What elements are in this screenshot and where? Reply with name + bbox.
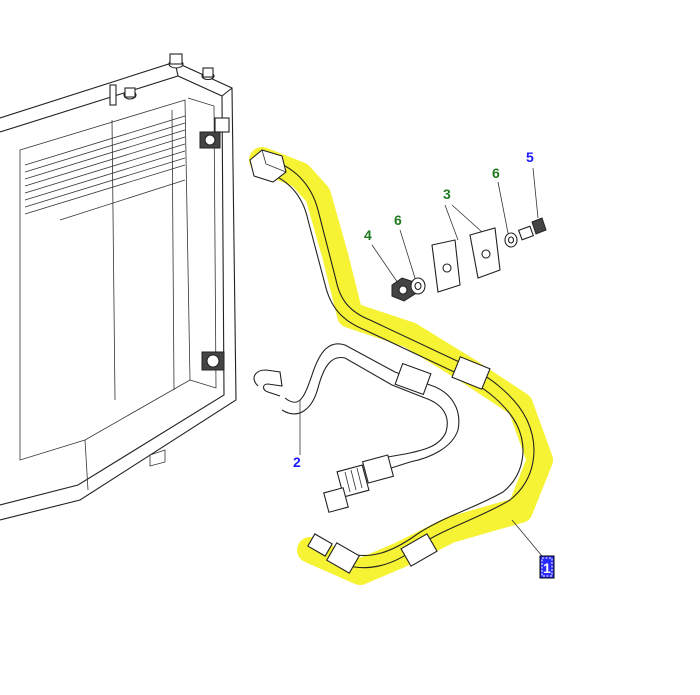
radiator-top-caps — [109, 53, 215, 106]
radiator-upper-fitting — [199, 117, 230, 149]
callout-item-1-selected[interactable]: 1 — [539, 555, 555, 579]
hose-assembly-item-2[interactable] — [253, 343, 460, 513]
nut-item-4[interactable] — [371, 244, 416, 302]
callout-item-3[interactable]: 3 — [443, 186, 451, 202]
washer-item-6-right[interactable] — [497, 181, 518, 248]
callout-item-5[interactable]: 5 — [526, 149, 534, 165]
washer-item-6-left[interactable] — [399, 229, 426, 295]
callout-item-2[interactable]: 2 — [293, 454, 301, 470]
radiator-fins — [24, 115, 186, 221]
leader-item-1 — [511, 519, 543, 557]
callout-item-1-label: 1 — [543, 560, 551, 576]
callout-item-6-right[interactable]: 6 — [492, 165, 500, 181]
bolt-item-5[interactable] — [517, 167, 547, 241]
radiator — [0, 53, 237, 521]
callout-item-6-left[interactable]: 6 — [394, 212, 402, 228]
callout-item-4[interactable]: 4 — [364, 227, 372, 243]
bracket-item-3[interactable] — [431, 204, 501, 293]
hose-assembly-item-1[interactable] — [249, 149, 535, 574]
radiator-lower-fitting — [201, 351, 225, 371]
